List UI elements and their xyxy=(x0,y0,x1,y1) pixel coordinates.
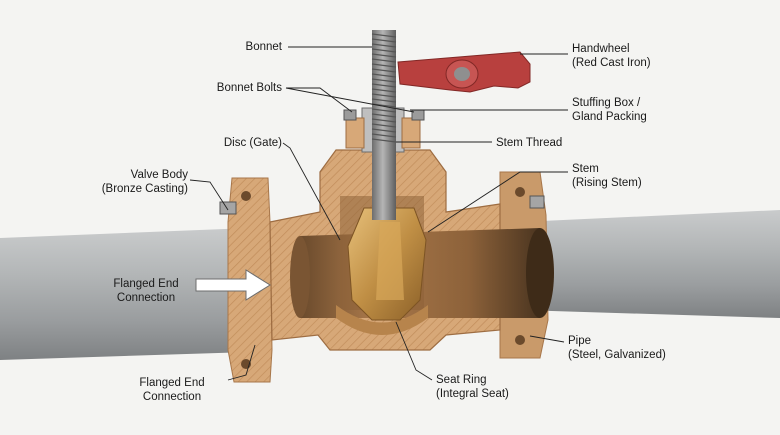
stem-thread-line xyxy=(371,73,397,78)
label-flanged-end-bottom: Flanged End Connection xyxy=(139,377,205,403)
stem-thread-line xyxy=(371,53,397,58)
label-stuffing-box: Stuffing Box / Gland Packing xyxy=(572,97,647,123)
stem-thread-line xyxy=(371,133,397,138)
label-disc-gate: Disc (Gate) xyxy=(223,137,282,149)
label-stem: Stem (Rising Stem) xyxy=(572,163,642,189)
stem-thread-line xyxy=(371,68,397,73)
label-seat-ring: Seat Ring (Integral Seat) xyxy=(436,374,509,400)
stem-thread-line xyxy=(371,38,397,43)
stem xyxy=(371,30,397,220)
stem-thread-line xyxy=(371,33,397,38)
stem-thread-line xyxy=(371,93,397,98)
label-flanged-end-left: Flanged End Connection xyxy=(113,278,179,304)
stem-thread-line xyxy=(371,78,397,83)
stem-thread-line xyxy=(371,108,397,113)
stem-thread-line xyxy=(371,43,397,48)
stem-thread-line xyxy=(371,88,397,93)
stem-thread-line xyxy=(371,123,397,128)
stem-thread-line xyxy=(371,58,397,63)
stem-thread-line xyxy=(371,118,397,123)
leader-lines xyxy=(189,46,568,381)
label-bonnet-bolts: Bonnet Bolts xyxy=(216,82,282,94)
label-handwheel: Handwheel (Red Cast Iron) xyxy=(572,43,651,69)
stem-thread-line xyxy=(371,128,397,133)
label-bonnet: Bonnet xyxy=(245,41,282,53)
stem-thread-line xyxy=(371,83,397,88)
disc-gate xyxy=(347,207,427,321)
pipe-left xyxy=(0,228,250,360)
stem-thread-line xyxy=(371,48,397,53)
stem-thread-line xyxy=(371,138,397,143)
stem-thread-line xyxy=(371,63,397,68)
flow-arrow xyxy=(195,269,271,301)
label-valve-body: Valve Body (Bronze Casting) xyxy=(101,169,188,195)
label-pipe: Pipe (Steel, Galvanized) xyxy=(568,335,666,361)
label-stem-thread: Stem Thread xyxy=(496,137,563,149)
flange-bolts xyxy=(219,195,545,215)
stem-thread-line xyxy=(371,98,397,103)
seat-ring xyxy=(336,305,428,335)
pipe-right xyxy=(520,210,780,318)
handwheel xyxy=(397,51,531,93)
stem-thread-line xyxy=(371,113,397,118)
